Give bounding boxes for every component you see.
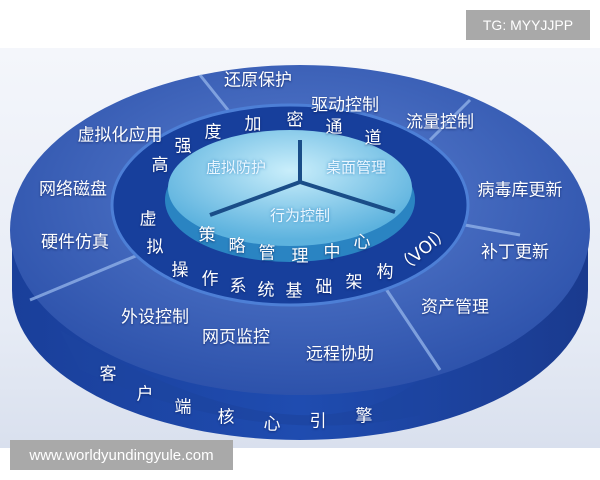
ring-bottom-char: 础 xyxy=(315,277,333,298)
inner-rim-char: 略 xyxy=(228,236,246,257)
segment-web-monitoring: 网页监控 xyxy=(202,327,270,348)
segment-virtual-apps: 虚拟化应用 xyxy=(77,125,163,146)
segment-restore-protection: 还原保护 xyxy=(224,70,292,91)
ring-bottom-char: 架 xyxy=(345,272,363,293)
segment-driver-control: 驱动控制 xyxy=(311,95,379,116)
inner-rim-char: 心 xyxy=(353,232,371,253)
inner-desktop-management: 桌面管理 xyxy=(325,158,387,177)
watermark-bottom: www.worldyundingyule.com xyxy=(10,440,233,470)
ring-bottom-char: 操 xyxy=(171,260,189,281)
rim-char: 擎 xyxy=(355,406,373,427)
segment-asset-management: 资产管理 xyxy=(421,297,489,318)
inner-rim-char: 管 xyxy=(258,243,276,264)
ring-bottom-char: 构 xyxy=(376,262,394,283)
watermark-top: TG: MYYJJPP xyxy=(466,10,590,40)
ring-top-char: 加 xyxy=(244,114,262,135)
ring-bottom-char: 统 xyxy=(257,280,275,301)
ring-top-char: 度 xyxy=(204,122,222,143)
rim-char: 引 xyxy=(309,411,327,432)
segment-peripheral-control: 外设控制 xyxy=(121,307,189,328)
ring-bottom-char: 作 xyxy=(201,269,219,290)
rim-char: 户 xyxy=(136,384,154,405)
segment-patch-update: 补丁更新 xyxy=(481,242,549,263)
client-engine-band xyxy=(60,330,420,426)
inner-rim-char: 策 xyxy=(198,225,216,246)
ring-top-char: 高 xyxy=(151,155,169,176)
ring-bottom-char: 系 xyxy=(229,276,247,297)
ring-top-char: 道 xyxy=(364,128,382,149)
inner-rim-char: 中 xyxy=(323,242,341,263)
ring-bottom-char: 虚 xyxy=(139,209,157,230)
rim-char: 心 xyxy=(263,414,281,435)
segment-virus-db-update: 病毒库更新 xyxy=(477,180,563,201)
inner-virtual-protection: 虚拟防护 xyxy=(205,158,267,177)
segment-traffic-control: 流量控制 xyxy=(406,112,474,133)
segment-hardware-emulation: 硬件仿真 xyxy=(41,232,109,253)
ring-top-char: 通 xyxy=(325,117,343,138)
ring-bottom-char: 拟 xyxy=(146,237,164,258)
ring-top-char: 密 xyxy=(286,110,304,131)
inner-pie-dividers xyxy=(209,140,396,217)
inner-pie-top xyxy=(168,130,412,246)
ring-top-char: 强 xyxy=(174,136,192,157)
inner-rim-char: 理 xyxy=(291,246,309,267)
rim-char: 客 xyxy=(99,364,117,385)
segment-remote-assistance: 远程协助 xyxy=(306,344,374,365)
rim-char: 核 xyxy=(217,407,235,428)
inner-behavior-control: 行为控制 xyxy=(269,206,331,225)
segment-network-disk: 网络磁盘 xyxy=(39,179,107,200)
segment-dividers xyxy=(29,74,521,371)
rim-char: 端 xyxy=(174,397,192,418)
ring-bottom-char: 基 xyxy=(285,281,303,302)
